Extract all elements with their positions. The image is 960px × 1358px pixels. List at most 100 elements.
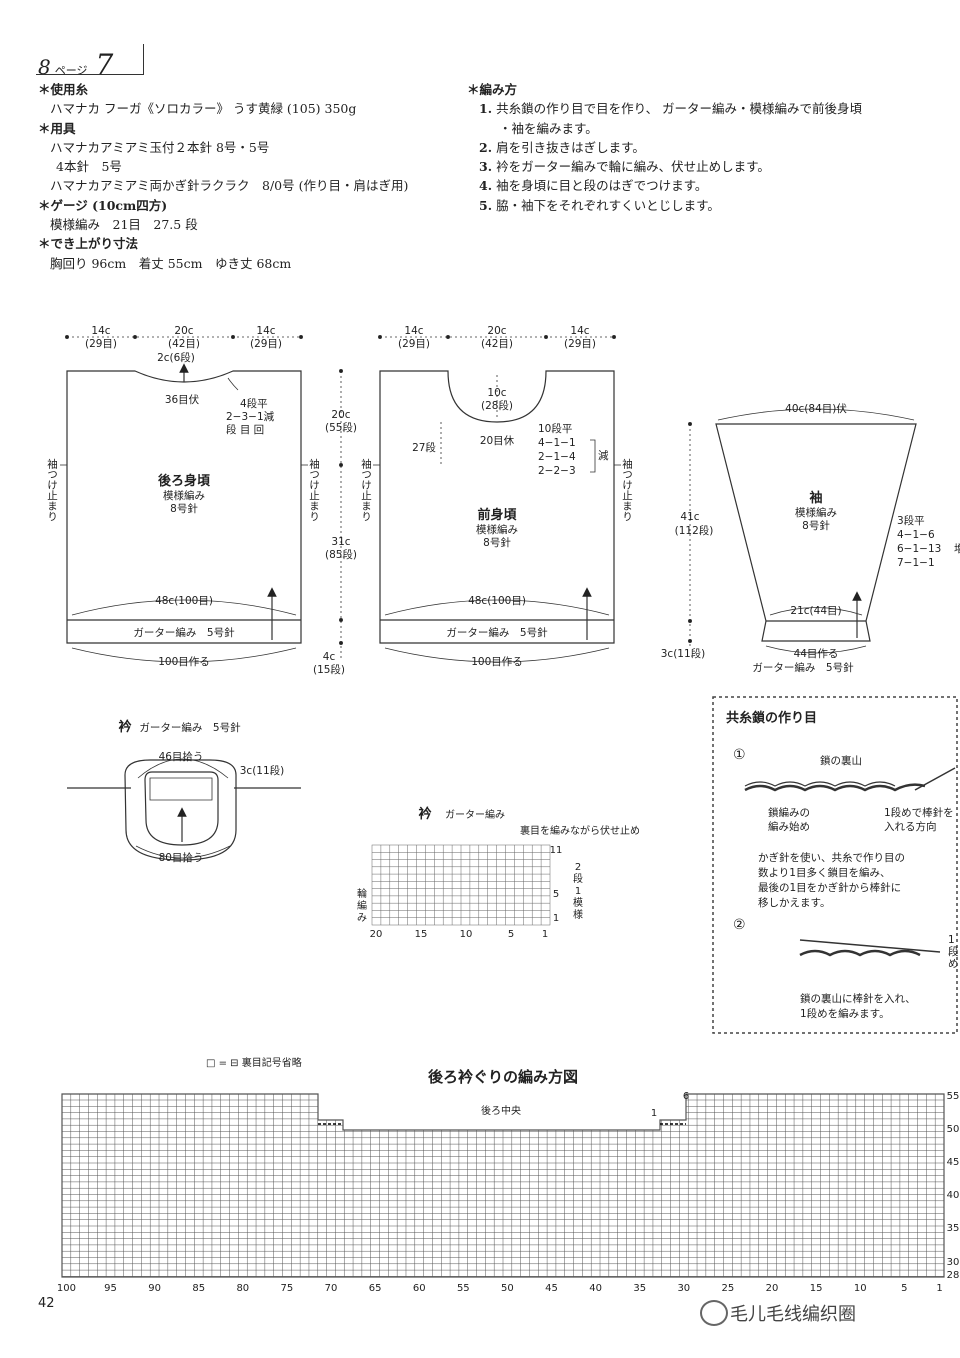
svg-text:10: 10: [460, 929, 473, 940]
svg-text:模様編み: 模様編み: [795, 506, 837, 519]
svg-text:(112段): (112段): [675, 524, 714, 537]
back-w2s: (42目): [168, 338, 200, 350]
back-w1: 14c: [91, 325, 110, 337]
neck-x-tick: 60: [413, 1283, 426, 1294]
neck-x-tick: 80: [236, 1283, 249, 1294]
svg-text:20c: 20c: [487, 325, 506, 337]
svg-text:1: 1: [948, 934, 955, 946]
svg-text:(28段): (28段): [481, 399, 513, 412]
svg-text:2−1−4: 2−1−4: [538, 451, 576, 463]
svg-text:6−1−13: 6−1−13: [897, 543, 941, 555]
back-width-dims: [60, 334, 343, 660]
svg-text:模: 模: [573, 897, 583, 909]
front-neck-rows: 27段: [412, 441, 436, 454]
back-neck-chart: [61, 1093, 945, 1278]
svg-text:①: ①: [733, 747, 746, 763]
svg-text:輪: 輪: [357, 887, 367, 900]
neck-x-tick: 20: [766, 1283, 779, 1294]
back-body-diagram: [66, 363, 302, 663]
svg-text:55: 55: [947, 1091, 960, 1102]
svg-text:段: 段: [573, 872, 583, 885]
neck-x-tick: 55: [457, 1283, 470, 1294]
svg-text:め: め: [948, 958, 959, 970]
back-center-label: 後ろ中央: [481, 1104, 521, 1117]
svg-text:(42目): (42目): [481, 338, 513, 350]
svg-text:模様編み: 模様編み: [163, 489, 205, 502]
svg-text:14c: 14c: [404, 325, 423, 337]
svg-text:4−1−1: 4−1−1: [538, 437, 576, 449]
back-neck-depth: 2c(6段): [157, 351, 195, 364]
svg-text:1段めを編みます。: 1段めを編みます。: [800, 1007, 890, 1020]
neck-x-tick: 50: [501, 1283, 514, 1294]
svg-text:模様編み: 模様編み: [476, 523, 518, 536]
svg-text:5: 5: [553, 889, 559, 900]
svg-text:1: 1: [575, 886, 581, 897]
svg-text:2−3−1減: 2−3−1減: [226, 410, 275, 423]
collar-diagram: [67, 758, 301, 861]
front-neck-center: 20目休: [480, 435, 515, 447]
svg-text:衿: 衿: [418, 806, 431, 822]
neck-x-tick: 35: [633, 1283, 646, 1294]
page-number: 42: [38, 1296, 55, 1311]
svg-text:袖つけ止まり: 袖つけ止まり: [621, 458, 633, 522]
front-width-dims: [373, 334, 621, 466]
back-neck-bind: 36目伏: [165, 393, 200, 406]
back-w3: 14c: [256, 325, 275, 337]
svg-text:入れる方向: 入れる方向: [884, 820, 937, 833]
sleeve-bottom: 21c(44目): [790, 605, 841, 617]
svg-text:5: 5: [508, 929, 514, 940]
neck-x-tick: 95: [104, 1283, 117, 1294]
svg-text:袖つけ止まり: 袖つけ止まり: [360, 458, 372, 522]
neck-x-tick: 65: [369, 1283, 382, 1294]
svg-text:1: 1: [651, 1108, 657, 1119]
svg-text:1段めで棒針を: 1段めで棒針を: [884, 806, 954, 819]
svg-text:4c: 4c: [323, 651, 336, 663]
svg-text:3c(11段): 3c(11段): [661, 647, 706, 660]
svg-text:(29目): (29目): [398, 338, 430, 350]
back-w3s: (29目): [250, 338, 282, 350]
back-w2: 20c: [174, 325, 193, 337]
header-underline: [36, 74, 144, 75]
svg-text:30: 30: [947, 1257, 960, 1268]
front-title: 前身頃: [477, 507, 517, 523]
svg-text:4−1−6: 4−1−6: [897, 529, 935, 541]
chart-legend: □ = ⊟ 裏目記号省略: [206, 1056, 302, 1069]
svg-text:10c: 10c: [487, 387, 506, 399]
watermark: 毛儿毛线编织圈: [730, 1304, 856, 1325]
cast-on-instructions-box: [712, 696, 958, 1034]
svg-text:48c(100目): 48c(100目): [468, 595, 526, 607]
svg-text:1: 1: [542, 929, 548, 940]
svg-text:編み始め: 編み始め: [768, 820, 810, 833]
svg-text:7−1−1: 7−1−1: [897, 557, 935, 569]
svg-text:80目拾う: 80目拾う: [159, 851, 204, 864]
svg-text:移しかえます。: 移しかえます。: [758, 896, 830, 909]
back-left-side-label: 袖つけ止まり: [46, 458, 58, 522]
svg-text:増: 増: [954, 542, 960, 555]
svg-text:ガーター編み 5号針: ガーター編み 5号針: [133, 626, 235, 639]
svg-text:40: 40: [947, 1190, 960, 1201]
neck-x-tick: 15: [810, 1283, 823, 1294]
neck-x-tick: 70: [325, 1283, 338, 1294]
svg-text:②: ②: [733, 917, 746, 933]
neck-x-tick: 100: [57, 1283, 76, 1294]
materials-specs: ＊使用糸 ハマナカ フーガ《ソロカラー》 うす黄緑 (105) 350g ＊用具…: [38, 82, 409, 271]
svg-text:28: 28: [947, 1270, 960, 1281]
svg-text:100目作る: 100目作る: [471, 656, 523, 668]
neck-x-tick: 25: [722, 1283, 735, 1294]
svg-text:2: 2: [575, 862, 581, 873]
svg-text:み: み: [357, 913, 367, 924]
svg-text:3段平: 3段平: [897, 514, 925, 527]
svg-text:(29目): (29目): [564, 338, 596, 350]
svg-text:減: 減: [598, 449, 609, 462]
svg-text:3c(11段): 3c(11段): [240, 764, 285, 777]
collar-chart: [371, 844, 551, 926]
svg-text:鎖の裏山: 鎖の裏山: [820, 754, 862, 767]
svg-text:(55段): (55段): [325, 421, 357, 434]
neck-x-tick: 90: [148, 1283, 161, 1294]
svg-text:8号針: 8号針: [802, 519, 830, 532]
svg-text:2−2−3: 2−2−3: [538, 465, 576, 477]
svg-text:50: 50: [947, 1124, 960, 1135]
svg-text:31c: 31c: [331, 536, 350, 548]
